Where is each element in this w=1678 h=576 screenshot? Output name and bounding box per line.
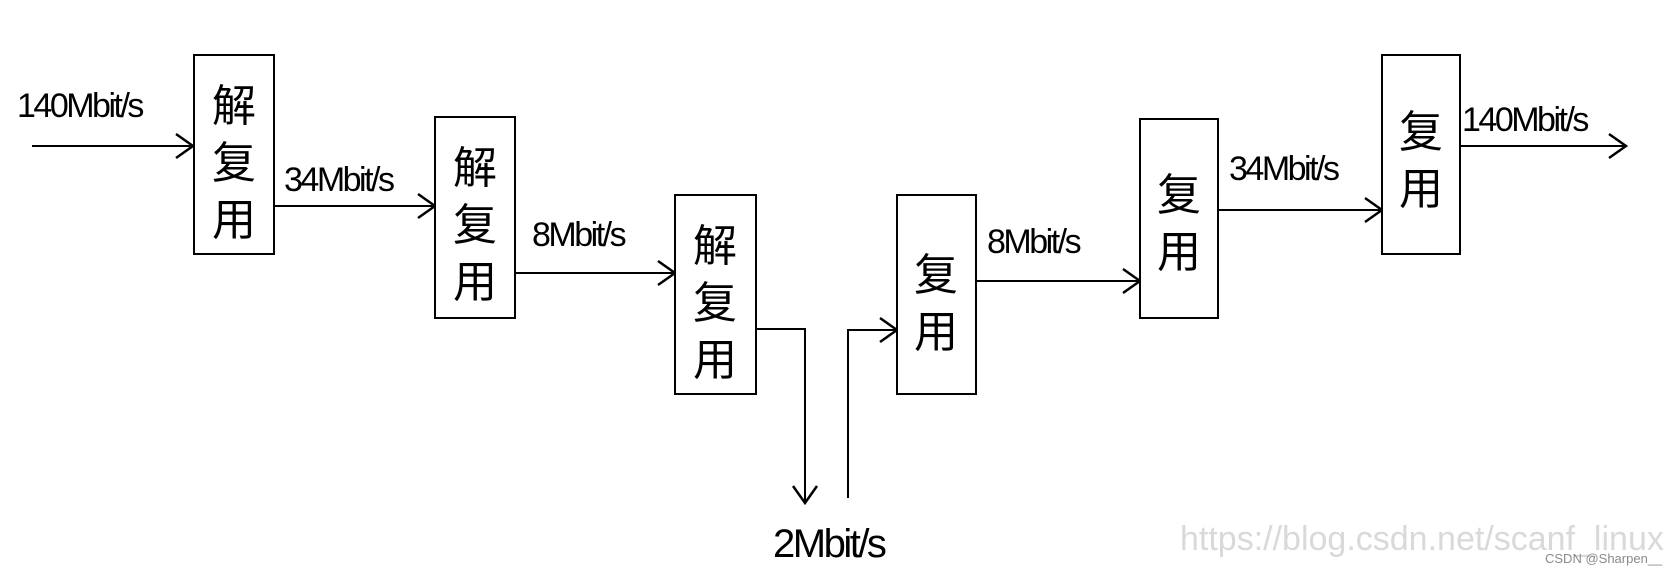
- block-char: 用: [693, 335, 737, 386]
- arrow-2-out: [791, 485, 819, 506]
- block-demux-140-34: 解 复 用: [193, 54, 275, 255]
- rate-label-input-140: 140Mbit/s: [17, 87, 143, 125]
- block-char: 复: [453, 200, 497, 251]
- arrow-output-140: [1608, 132, 1629, 160]
- block-char: 复: [212, 138, 256, 189]
- block-mux-8-34: 复 用: [1139, 118, 1219, 319]
- block-char: 解: [453, 143, 497, 194]
- rate-label-34-out: 34Mbit/s: [1229, 150, 1339, 188]
- block-frame: [434, 116, 516, 319]
- block-char: 复: [1399, 107, 1443, 158]
- watermark-url: https://blog.csdn.net/scanf_linux: [1180, 520, 1664, 558]
- wire-2-in: [847, 329, 897, 498]
- block-char: 用: [914, 307, 958, 358]
- block-frame: [193, 54, 275, 255]
- block-frame: [1381, 54, 1461, 255]
- rate-label-8-out: 8Mbit/s: [987, 223, 1081, 261]
- block-char: 用: [1399, 164, 1443, 215]
- block-char: 复: [693, 278, 737, 329]
- block-char: 复: [1157, 170, 1201, 221]
- wire-2-out: [756, 328, 806, 503]
- watermark-credit: CSDN @Sharpen__: [1545, 551, 1663, 566]
- rate-label-8-in: 8Mbit/s: [532, 216, 626, 254]
- block-char: 用: [453, 257, 497, 308]
- block-char: 用: [1157, 227, 1201, 278]
- rate-label-base-2: 2Mbit/s: [773, 522, 886, 566]
- rate-label-34-in: 34Mbit/s: [284, 161, 394, 199]
- block-char: 解: [212, 81, 256, 132]
- block-char: 复: [914, 250, 958, 301]
- block-frame: [674, 194, 757, 395]
- rate-label-output-140: 140Mbit/s: [1462, 101, 1588, 139]
- block-demux-34-8: 解 复 用: [434, 116, 516, 319]
- block-demux-8-2: 解 复 用: [674, 194, 757, 395]
- block-char: 解: [693, 221, 737, 272]
- block-mux-2-8: 复 用: [896, 194, 977, 395]
- block-frame: [1139, 118, 1219, 319]
- block-frame: [896, 194, 977, 395]
- block-char: 用: [212, 195, 256, 246]
- block-mux-34-140: 复 用: [1381, 54, 1461, 255]
